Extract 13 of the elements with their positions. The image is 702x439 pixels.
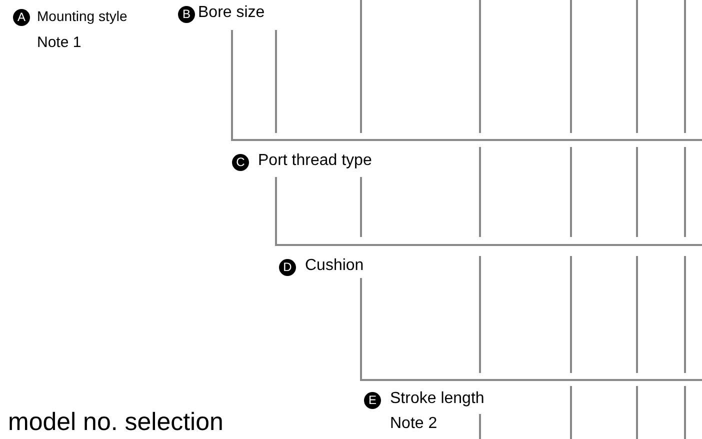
letter-badge: C xyxy=(232,154,249,171)
letter-badge: E xyxy=(364,392,381,409)
letter-badge: D xyxy=(279,259,296,276)
letter-badge: A xyxy=(13,9,30,26)
label-text: Mounting style xyxy=(37,9,128,23)
label-text: Cushion xyxy=(305,258,364,274)
label-text: Note 1 xyxy=(37,35,82,50)
label-text: Port thread type xyxy=(258,153,372,169)
label-text: Stroke length xyxy=(390,391,484,407)
letter-badge: B xyxy=(178,6,195,23)
label-text: Bore size xyxy=(198,5,265,21)
label-text: Note 2 xyxy=(390,416,438,432)
section-heading: model no. selection xyxy=(8,410,224,435)
